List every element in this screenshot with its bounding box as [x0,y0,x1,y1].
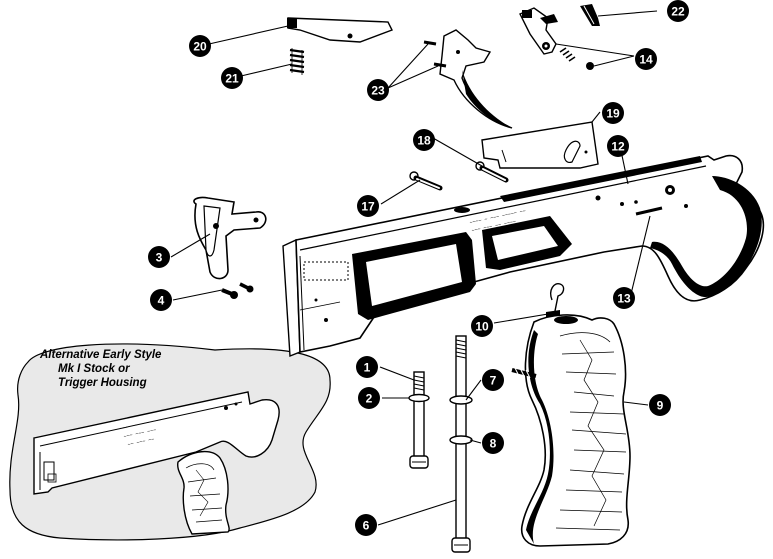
svg-text:10: 10 [475,320,489,334]
svg-text:21: 21 [225,72,239,86]
inset-trigger-housing [33,391,280,495]
inset-title-line-2: Mk I Stock or [58,363,130,375]
part-23-trigger [423,29,513,129]
callout-20: 20 [189,35,211,57]
svg-text:3: 3 [156,251,163,265]
svg-text:6: 6 [363,519,370,533]
svg-text:1: 1 [364,361,371,375]
callout-6: 6 [355,514,377,536]
part-8-washer [449,435,473,445]
inset-title-line-1: Alternative Early Style [39,349,162,361]
part-19-plate [481,121,599,169]
callout-9: 9 [649,394,671,416]
svg-text:Alternative Early Style: Alternative Early Style Mk I Stock or Tr… [39,349,165,389]
svg-text:~~ ~~~ ~~: ~~ ~~~ ~~ [127,436,155,448]
callout-7: 7 [482,369,504,391]
part-17-pin [409,171,443,191]
callout-3: 3 [148,246,170,268]
callout-21: 21 [221,67,243,89]
trigger-housing: ~~~~ ~ ~~~ ~~~~~ ~~ ~~~ ~~~ ~~ ~~~~ [282,154,765,358]
callout-4: 4 [150,289,172,311]
svg-text:14: 14 [639,53,653,67]
inset-title-line-3: Trigger Housing [58,377,147,389]
part-22-spring-plate [580,4,600,26]
callout-18: 18 [413,129,435,151]
svg-text:13: 13 [617,292,631,306]
part-14-safety [519,7,594,70]
part-4-screws [221,282,254,299]
inset-grip [177,451,230,535]
svg-text:9: 9 [657,399,664,413]
callout-13: 13 [613,287,635,309]
trigger-guard [650,176,762,298]
svg-text:19: 19 [606,107,620,121]
callout-17: 17 [357,195,379,217]
svg-text:8: 8 [490,437,497,451]
svg-text:12: 12 [611,140,625,154]
svg-text:7: 7 [490,374,497,388]
svg-text:20: 20 [193,40,207,54]
callout-10: 10 [471,315,493,337]
part-3-bracket [193,196,267,280]
callout-markers: 1 2 3 4 6 7 8 9 10 12 13 14 17 18 19 [148,0,689,536]
svg-text:23: 23 [371,84,385,98]
part-1-bolt [409,371,429,469]
callout-8: 8 [482,432,504,454]
callout-23: 23 [367,79,389,101]
part-7-washer [449,395,473,405]
svg-text:17: 17 [361,200,375,214]
callout-1: 1 [356,356,378,378]
part-9-grip [511,314,631,547]
svg-text:22: 22 [671,5,685,19]
callout-2: 2 [358,387,380,409]
part-20-lever [287,17,393,43]
part-2-washer [408,393,430,403]
callout-22: 22 [667,0,689,22]
callout-12: 12 [607,135,629,157]
part-18-pin [475,161,509,183]
svg-text:4: 4 [158,294,165,308]
svg-text:2: 2 [366,392,373,406]
svg-text:18: 18 [417,134,431,148]
callout-14: 14 [635,48,657,70]
callout-19: 19 [602,102,624,124]
inset-early-style-housing: Alternative Early Style Mk I Stock or Tr… [9,343,331,541]
part-21-spring [289,48,305,75]
